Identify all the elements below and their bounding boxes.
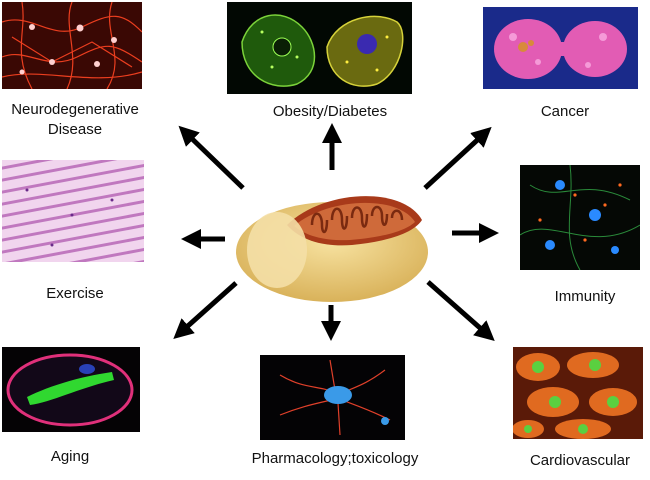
aging-image [2,347,140,432]
arrow-to-cancer [423,126,492,190]
arrow-to-cardio [426,280,495,341]
cancer-label: Cancer [505,102,625,122]
pharma-label: Pharmacology;toxicology [240,449,430,469]
aging-label-line-1: Aging [50,448,90,465]
pharma-image [260,355,405,440]
cardio-label: Cardiovascular [515,451,645,471]
exercise-label: Exercise [10,284,140,304]
immunity-image [520,165,640,270]
arrow-to-aging [173,281,238,339]
cancer-label-line-1: Cancer [540,103,590,120]
exercise-label-line-1: Exercise [46,285,104,302]
exercise-image [2,160,144,262]
mitochondrion-illustration [232,180,432,305]
cardio-image [513,347,643,439]
obesity-label-line-1: Obesity/Diabetes [272,103,388,120]
immunity-label-line-1: Immunity [554,288,616,305]
cancer-image [483,7,638,89]
immunity-label: Immunity [520,287,650,307]
neuro-label-line-2: Disease [47,121,103,138]
neuro-label-line-1: Neurodegenerative [11,101,139,118]
aging-label: Aging [20,447,120,467]
arrow-to-neuro [178,125,245,190]
cardio-label-line-1: Cardiovascular [529,452,631,469]
pharma-label-line-1: Pharmacology;toxicology [251,450,419,467]
obesity-image [227,2,412,94]
obesity-label: Obesity/Diabetes [240,102,420,122]
neuro-image [2,2,142,89]
neuro-label: Neurodegenerative Disease [0,100,150,140]
